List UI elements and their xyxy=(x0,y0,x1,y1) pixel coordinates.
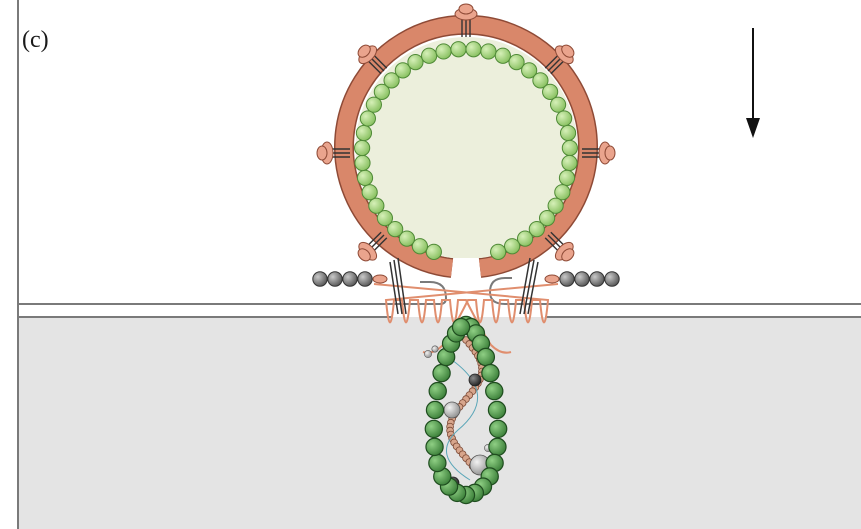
receptor-bead xyxy=(605,272,619,286)
capsid-subunit xyxy=(451,42,466,57)
receptor-bead xyxy=(328,272,342,286)
capsid-subunit xyxy=(466,42,481,57)
capsid-subunit xyxy=(436,44,451,59)
virion xyxy=(317,4,615,268)
receptor-bead xyxy=(560,272,574,286)
nucleocapsid-subunit xyxy=(486,382,503,399)
capsid-subunit xyxy=(557,111,572,126)
nucleocapsid-subunit xyxy=(425,420,442,437)
protein-dark xyxy=(469,374,481,386)
receptor-binding-site xyxy=(373,275,387,283)
capsid-subunit xyxy=(362,185,377,200)
nucleocapsid-subunit xyxy=(426,401,443,418)
receptor-bead xyxy=(313,272,327,286)
capsid-subunit xyxy=(360,111,375,126)
capsid-subunit xyxy=(504,239,519,254)
nucleocapsid-subunit xyxy=(489,438,506,455)
capsid-subunit xyxy=(426,244,441,259)
capsid-subunit xyxy=(481,44,496,59)
capsid-subunit xyxy=(357,170,372,185)
capsid-subunit xyxy=(356,125,371,140)
receptor-bead xyxy=(575,272,589,286)
nucleocapsid-subunit xyxy=(429,454,446,471)
capsid-subunit xyxy=(560,125,575,140)
capsid-subunit xyxy=(408,55,423,70)
protein-small xyxy=(432,346,438,352)
capsid-subunit xyxy=(495,48,510,63)
receptor-bead xyxy=(343,272,357,286)
capsid-subunit xyxy=(559,170,574,185)
nucleocapsid-subunit xyxy=(426,438,443,455)
down-arrow-icon xyxy=(746,28,760,138)
capsid-subunit xyxy=(369,198,384,213)
capsid-subunit xyxy=(355,155,370,170)
receptor-bead xyxy=(358,272,372,286)
nucleocapsid-subunit xyxy=(477,348,494,365)
capsid-subunit xyxy=(491,244,506,259)
protein-grey xyxy=(444,402,460,418)
capsid-subunit xyxy=(422,48,437,63)
panel-label: (c) xyxy=(22,28,49,52)
capsid-subunit xyxy=(555,185,570,200)
nucleocapsid-subunit xyxy=(452,319,469,336)
nucleocapsid-subunit xyxy=(429,382,446,399)
capsid-subunit xyxy=(562,155,577,170)
nucleocapsid-subunit xyxy=(490,420,507,437)
protein-small xyxy=(424,350,431,357)
capsid-subunit xyxy=(562,140,577,155)
receptor-bead xyxy=(590,272,604,286)
nucleocapsid-subunit xyxy=(482,365,499,382)
receptor-binding-site xyxy=(545,275,559,283)
capsid-subunit xyxy=(550,97,565,112)
nucleocapsid-subunit xyxy=(488,401,505,418)
capsid-subunit xyxy=(355,140,370,155)
nucleocapsid-subunit xyxy=(433,365,450,382)
